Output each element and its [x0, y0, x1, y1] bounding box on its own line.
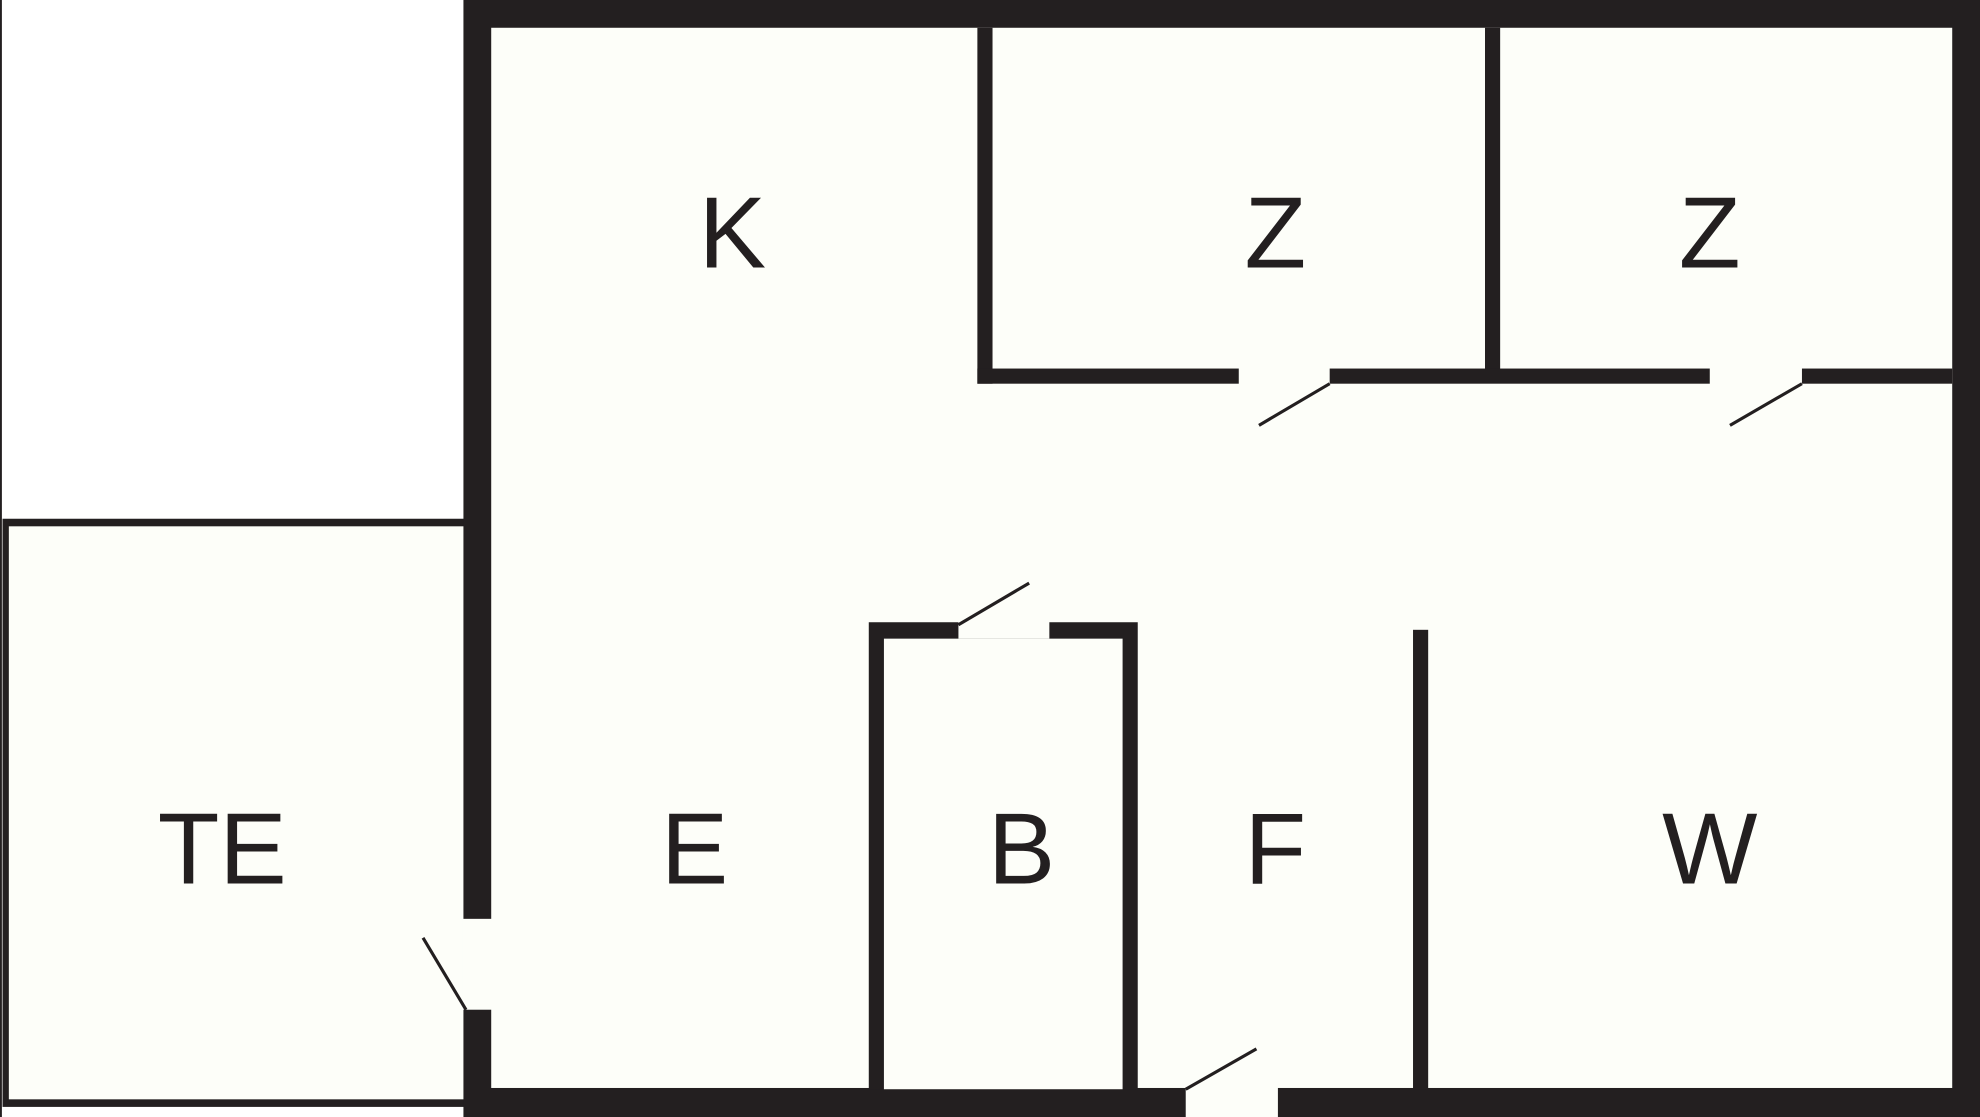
- terrace-door-opening: [462, 918, 493, 1010]
- wall: [1485, 27, 1501, 372]
- wall: [977, 27, 993, 384]
- door-swing: [957, 581, 1030, 627]
- apartment-floor: [491, 27, 1953, 1088]
- room-label-bathroom: B: [988, 793, 1055, 905]
- room-label-entrance: E: [661, 793, 728, 905]
- room-label-kitchen: K: [699, 178, 766, 290]
- room-label-hallway: F: [1245, 793, 1307, 905]
- room-label-bedroom-1: Z: [1245, 178, 1307, 290]
- wall: [1329, 368, 1710, 384]
- door-swing: [1729, 382, 1803, 427]
- wall: [1801, 368, 1953, 384]
- wall: [977, 368, 1239, 384]
- left-edge-line: [0, 0, 2, 1117]
- room-label-living-room: W: [1662, 793, 1757, 905]
- door-swing: [1258, 382, 1331, 427]
- room-label-bedroom-2: Z: [1679, 178, 1741, 290]
- door-swing: [1184, 1047, 1258, 1091]
- bathroom-door-opening: [958, 620, 1050, 639]
- wall: [1413, 629, 1429, 1090]
- room-label-terrace: TE: [158, 793, 287, 905]
- entrance-door-opening: [1185, 1086, 1278, 1117]
- door-swing: [421, 936, 468, 1011]
